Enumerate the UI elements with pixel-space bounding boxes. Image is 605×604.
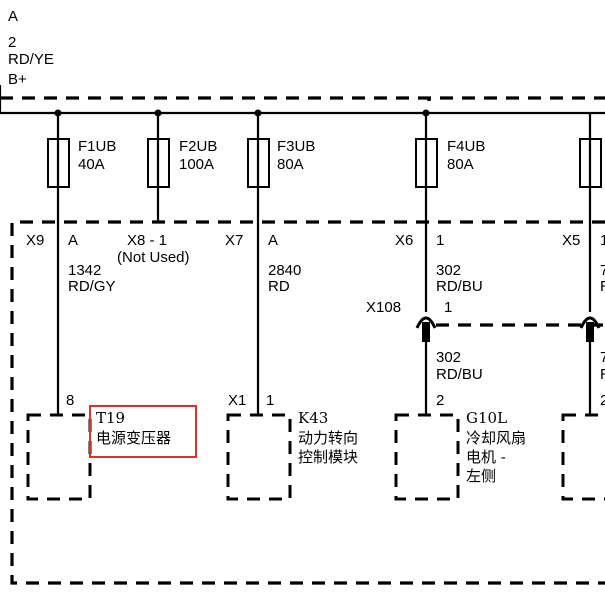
fuse-f3ub-rating: 80A: [277, 156, 304, 173]
g10l-box: [394, 413, 460, 501]
fuse-f2ub-rating: 100A: [179, 156, 214, 173]
x108-arc-left: [415, 316, 437, 329]
fuse-f1ub-rating: 40A: [78, 156, 105, 173]
x108-arc-right: [579, 316, 601, 329]
wire-color-label: RD/YE: [8, 51, 54, 68]
g10l-name-line3: 左侧: [466, 467, 496, 485]
k43-name-line2: 控制模块: [298, 448, 358, 466]
right-component-box: [561, 413, 605, 501]
fuse-f4ub-rating: 80A: [447, 156, 474, 173]
wire-302-circuit: 302: [436, 262, 461, 279]
g10l-pin: 2: [436, 392, 444, 409]
pin-x7-a: A: [268, 232, 278, 249]
t19-id: T19: [96, 409, 125, 427]
t19-pin: 8: [66, 392, 74, 409]
x108-terminal-right: [586, 322, 594, 342]
pin-x9: X9: [26, 232, 44, 249]
g10l-name-line2: 电机 -: [466, 448, 506, 466]
wire-2840-circuit: 2840: [268, 262, 301, 279]
wire-302b-color: RD/BU: [436, 366, 483, 383]
wire-2840-color: RD: [268, 278, 290, 295]
module-border: [10, 220, 605, 585]
pin-x9-a: A: [68, 232, 78, 249]
fuse-f1ub-name: F1UB: [78, 138, 116, 155]
wire-right-circuit: 7: [600, 262, 605, 279]
wire-302b-circuit: 302: [436, 349, 461, 366]
g10l-id: G10L: [466, 409, 507, 427]
rail-label: B+: [8, 71, 27, 88]
pin-x7: X7: [225, 232, 243, 249]
x108-terminal-left: [422, 322, 430, 342]
wire-right2-color: R: [600, 366, 605, 383]
fuse-f2ub-name: F2UB: [179, 138, 217, 155]
pin-x8-note: (Not Used): [117, 249, 190, 266]
t19-name: 电源变压器: [96, 429, 171, 447]
wire-1342-circuit: 1342: [68, 262, 101, 279]
g10l-name-line1: 冷却风扇: [466, 429, 526, 447]
pin-x5-1: 1: [600, 232, 605, 249]
fuse-f3ub-name: F3UB: [277, 138, 315, 155]
pin-x8: X8 - 1: [127, 232, 167, 249]
t19-box: [26, 413, 92, 501]
wire-1342-color: RD/GY: [68, 278, 116, 295]
pin-x6: X6: [395, 232, 413, 249]
connector-label: A: [8, 8, 18, 25]
x108-label: X108: [366, 299, 401, 316]
wire-302-color: RD/BU: [436, 278, 483, 295]
wire-right2-circuit: 7: [600, 349, 605, 366]
k43-box: [226, 413, 292, 501]
right-component-pin: 2: [600, 392, 605, 409]
wire-right-color: R: [600, 278, 605, 295]
pin-x5: X5: [562, 232, 580, 249]
x108-pin: 1: [444, 299, 452, 316]
pin-label: 2: [8, 34, 16, 51]
k43-id: K43: [298, 409, 328, 427]
t19-highlight-box: [89, 405, 197, 458]
k43-name-line1: 动力转向: [298, 429, 358, 447]
fuse-f4ub-name: F4UB: [447, 138, 485, 155]
k43-pin: 1: [266, 392, 274, 409]
k43-conn: X1: [228, 392, 246, 409]
pin-x6-1: 1: [436, 232, 444, 249]
